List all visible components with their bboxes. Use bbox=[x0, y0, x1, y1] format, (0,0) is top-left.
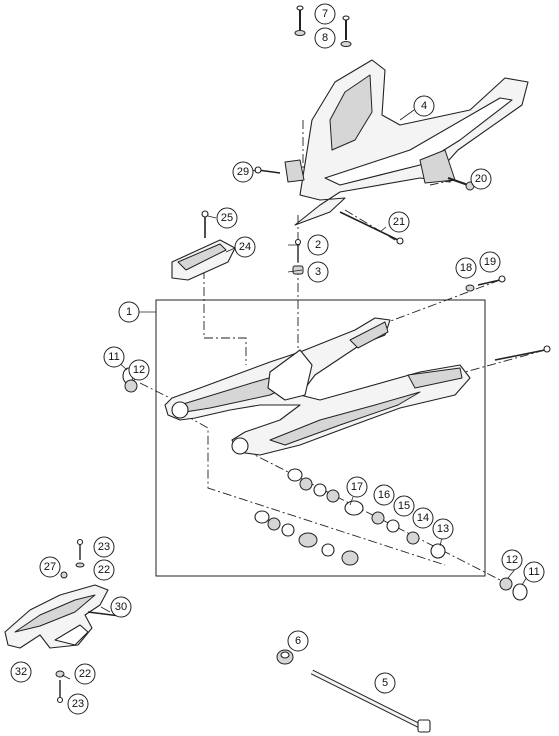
svg-text:30: 30 bbox=[115, 601, 127, 613]
svg-text:27: 27 bbox=[44, 561, 56, 573]
svg-text:12: 12 bbox=[506, 554, 518, 566]
bearing-row-upper bbox=[287, 468, 446, 559]
axle-adjuster-bolt bbox=[494, 345, 551, 361]
callout-11-right: 11 bbox=[523, 561, 545, 583]
callout-12-left: 12 bbox=[128, 359, 150, 381]
callout-3: 3 bbox=[307, 261, 329, 283]
callout-13: 13 bbox=[432, 518, 454, 540]
callout-21: 21 bbox=[388, 211, 410, 233]
bolt-and-washer-7-8 bbox=[294, 5, 352, 47]
callout-30: 30 bbox=[110, 596, 132, 618]
callout-19: 19 bbox=[479, 251, 501, 273]
swingarm-pivot-axle-5 bbox=[310, 669, 431, 733]
svg-text:29: 29 bbox=[237, 166, 249, 178]
svg-text:20: 20 bbox=[475, 173, 487, 185]
svg-text:1: 1 bbox=[126, 306, 132, 318]
svg-text:11: 11 bbox=[528, 566, 539, 578]
svg-text:23: 23 bbox=[98, 541, 110, 553]
callout-17: 17 bbox=[346, 476, 368, 498]
seal-bushing-right-11-12 bbox=[499, 577, 528, 601]
chain-guard-part bbox=[284, 59, 529, 226]
svg-text:22: 22 bbox=[79, 668, 91, 680]
callout-12-right: 12 bbox=[501, 549, 523, 571]
svg-text:4: 4 bbox=[421, 100, 427, 112]
svg-text:19: 19 bbox=[484, 256, 496, 268]
chain-guide-30-32 bbox=[4, 584, 121, 649]
callout-15: 15 bbox=[393, 495, 415, 517]
callout-1: 1 bbox=[118, 301, 140, 323]
callout-14: 14 bbox=[412, 507, 434, 529]
svg-text:17: 17 bbox=[351, 481, 363, 493]
screw-20 bbox=[447, 177, 475, 191]
svg-text:32: 32 bbox=[15, 666, 27, 678]
svg-text:6: 6 bbox=[295, 635, 301, 647]
callout-16: 16 bbox=[373, 484, 395, 506]
callout-18: 18 bbox=[455, 257, 477, 279]
svg-text:8: 8 bbox=[322, 32, 328, 44]
svg-text:18: 18 bbox=[460, 262, 472, 274]
svg-text:21: 21 bbox=[393, 216, 405, 228]
svg-text:11: 11 bbox=[108, 351, 119, 363]
long-bolt-21 bbox=[339, 211, 404, 245]
callout-8: 8 bbox=[314, 27, 336, 49]
screws-22-23-27 bbox=[55, 538, 85, 704]
callout-6: 6 bbox=[287, 630, 309, 652]
callout-27: 27 bbox=[39, 556, 61, 578]
svg-text:22: 22 bbox=[98, 564, 110, 576]
svg-text:16: 16 bbox=[378, 489, 390, 501]
callout-7: 7 bbox=[314, 3, 336, 25]
callout-24: 24 bbox=[234, 236, 256, 258]
callout-23-lower: 23 bbox=[67, 693, 89, 715]
callout-20: 20 bbox=[470, 168, 492, 190]
svg-text:13: 13 bbox=[437, 523, 449, 535]
svg-text:12: 12 bbox=[133, 364, 145, 376]
swingarm-part bbox=[164, 317, 471, 456]
screw-29 bbox=[254, 166, 281, 174]
svg-text:7: 7 bbox=[322, 8, 328, 20]
svg-text:14: 14 bbox=[417, 512, 429, 524]
swingarm-assembly-frame bbox=[155, 299, 486, 577]
callout-11-left: 11 bbox=[103, 346, 125, 368]
screw-2-nut-3 bbox=[292, 238, 304, 275]
svg-text:23: 23 bbox=[72, 698, 84, 710]
callout-32: 32 bbox=[10, 661, 32, 683]
svg-text:2: 2 bbox=[315, 239, 321, 251]
callout-29: 29 bbox=[232, 161, 254, 183]
callout-5: 5 bbox=[374, 672, 396, 694]
nut-6 bbox=[276, 649, 294, 665]
callout-2: 2 bbox=[307, 234, 329, 256]
svg-text:15: 15 bbox=[398, 500, 410, 512]
callout-22-lower: 22 bbox=[74, 663, 96, 685]
callout-4: 4 bbox=[413, 95, 435, 117]
bearing-row-lower bbox=[254, 510, 359, 566]
callout-22-upper: 22 bbox=[93, 559, 115, 581]
screw-25 bbox=[201, 210, 209, 238]
svg-text:3: 3 bbox=[315, 266, 321, 278]
bolt-washer-18-19 bbox=[465, 275, 506, 292]
svg-text:25: 25 bbox=[221, 212, 233, 224]
svg-text:5: 5 bbox=[382, 677, 388, 689]
callouts: 1 2 3 4 5 6 7 8 11 12 13 14 15 16 17 18 … bbox=[10, 3, 545, 715]
callout-25: 25 bbox=[216, 207, 238, 229]
chain-slider-24 bbox=[171, 239, 236, 281]
svg-text:24: 24 bbox=[239, 241, 251, 253]
callout-23-upper: 23 bbox=[93, 536, 115, 558]
